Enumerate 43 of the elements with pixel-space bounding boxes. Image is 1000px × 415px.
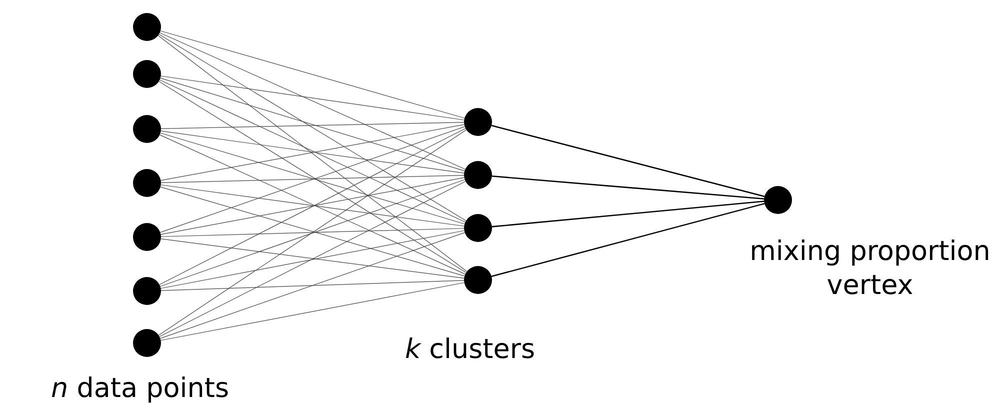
connector-line xyxy=(160,179,466,287)
vertex-dot xyxy=(133,169,161,197)
vertex-dot xyxy=(133,60,161,88)
connector-line xyxy=(159,32,466,170)
connector-line xyxy=(491,202,765,278)
connector-line xyxy=(160,280,464,291)
connector-line xyxy=(160,78,465,172)
connector-line xyxy=(159,181,466,337)
connector-line xyxy=(160,130,464,174)
vertex-dot xyxy=(133,329,161,357)
vertex-dot xyxy=(464,266,492,294)
vertex-dot xyxy=(464,161,492,189)
connector-line xyxy=(160,175,464,183)
connector-line xyxy=(492,200,764,228)
group-label: k clusters xyxy=(404,333,536,367)
connector-line xyxy=(491,124,765,198)
group-label: n data points xyxy=(50,372,230,406)
vertex-dot xyxy=(133,13,161,41)
connector-line xyxy=(160,124,465,181)
connector-line xyxy=(492,176,764,200)
connector-line xyxy=(158,34,466,222)
connector-line xyxy=(158,35,468,272)
connector-line xyxy=(160,230,465,289)
connector-line xyxy=(160,186,465,276)
connector-line xyxy=(160,122,464,129)
connector-line xyxy=(160,228,464,237)
vertex-dot xyxy=(764,186,792,214)
connector-line xyxy=(160,30,465,118)
connector-line xyxy=(159,80,466,222)
connector-line xyxy=(160,232,466,339)
vertex-dot xyxy=(464,108,492,136)
vertex-caption: mixing proportion vertex xyxy=(748,235,992,302)
connector-line xyxy=(160,76,464,120)
connector-line xyxy=(158,81,466,273)
connector-line xyxy=(160,184,464,226)
vertex-dot xyxy=(133,115,161,143)
connector-line xyxy=(158,129,467,336)
connector-line xyxy=(160,238,464,278)
vertex-dot xyxy=(133,223,161,251)
vertex-dot xyxy=(133,277,161,305)
connector-line xyxy=(160,282,465,341)
connector-line xyxy=(160,177,465,235)
vertex-dot xyxy=(464,214,492,242)
